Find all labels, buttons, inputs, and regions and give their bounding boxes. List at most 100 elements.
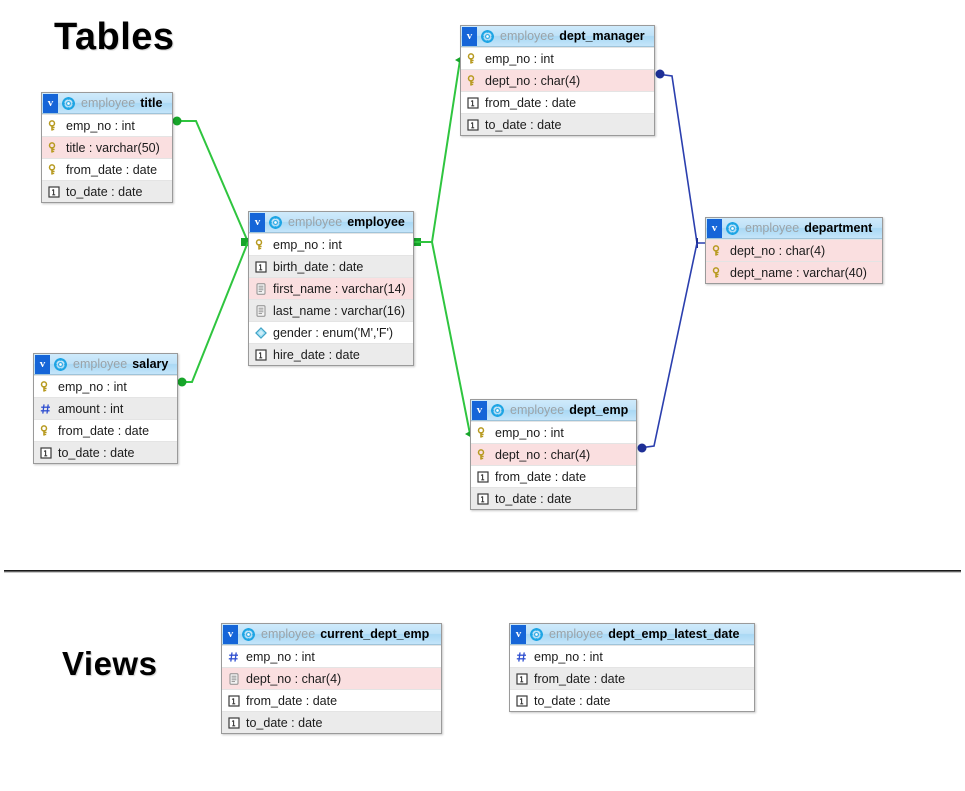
column-row[interactable]: from_date : date <box>42 158 172 180</box>
column-row[interactable]: dept_no : char(4) <box>461 69 654 91</box>
gear-icon <box>54 357 67 371</box>
gear-icon <box>491 403 504 417</box>
date-icon <box>467 118 479 131</box>
column-label: last_name : varchar(16) <box>273 303 406 318</box>
date-icon <box>255 260 267 273</box>
column-label: from_date : date <box>66 162 158 177</box>
column-row[interactable]: from_date : date <box>222 689 441 711</box>
schema-name: employee <box>288 215 343 229</box>
table-name: title <box>140 96 163 110</box>
column-label: from_date : date <box>58 423 150 438</box>
view-badge-icon: v <box>35 354 50 374</box>
column-row[interactable]: amount : int <box>34 397 177 419</box>
link-employee-dept-emp[interactable] <box>414 241 472 438</box>
entity-header-title[interactable]: v employee title <box>42 93 172 114</box>
section-divider <box>4 570 961 573</box>
link-title-employee[interactable] <box>172 116 251 247</box>
gear-icon <box>481 29 494 43</box>
column-label: to_date : date <box>58 445 135 460</box>
column-row[interactable]: title : varchar(50) <box>42 136 172 158</box>
column-label: emp_no : int <box>485 51 554 66</box>
key-icon <box>477 448 485 460</box>
text-icon <box>256 282 266 295</box>
text-icon <box>256 304 266 317</box>
date-icon <box>255 348 267 361</box>
column-row[interactable]: emp_no : int <box>42 114 172 136</box>
key-icon <box>712 266 720 278</box>
column-row[interactable]: emp_no : int <box>222 645 441 667</box>
date-icon <box>228 694 240 707</box>
gear-icon <box>530 627 543 641</box>
key-icon <box>48 141 56 153</box>
column-row[interactable]: to_date : date <box>461 113 654 135</box>
column-label: to_date : date <box>495 491 572 506</box>
column-row[interactable]: dept_no : char(4) <box>222 667 441 689</box>
table-name: department <box>804 221 873 235</box>
column-row[interactable]: last_name : varchar(16) <box>249 299 413 321</box>
column-row[interactable]: to_date : date <box>34 441 177 463</box>
text-icon <box>229 672 239 685</box>
column-label: emp_no : int <box>273 237 342 252</box>
column-row[interactable]: to_date : date <box>471 487 636 509</box>
date-icon <box>477 492 489 505</box>
column-row[interactable]: hire_date : date <box>249 343 413 365</box>
link-employee-dept-manager[interactable] <box>412 56 462 246</box>
schema-name: employee <box>81 96 136 110</box>
schema-name: employee <box>500 29 555 43</box>
column-row[interactable]: from_date : date <box>471 465 636 487</box>
gear-icon <box>62 96 75 110</box>
column-row[interactable]: to_date : date <box>510 689 754 711</box>
column-label: from_date : date <box>495 469 587 484</box>
column-row[interactable]: to_date : date <box>222 711 441 733</box>
link-dept-emp-department[interactable] <box>637 242 698 453</box>
key-icon <box>40 424 48 436</box>
column-label: dept_no : char(4) <box>730 243 826 258</box>
column-row[interactable]: birth_date : date <box>249 255 413 277</box>
column-row[interactable]: dept_no : char(4) <box>706 239 882 261</box>
key-icon <box>40 380 48 392</box>
schema-name: employee <box>510 403 565 417</box>
key-icon <box>467 52 475 64</box>
column-row[interactable]: emp_no : int <box>471 421 636 443</box>
column-label: emp_no : int <box>58 379 127 394</box>
column-row[interactable]: dept_no : char(4) <box>471 443 636 465</box>
column-row[interactable]: dept_name : varchar(40) <box>706 261 882 283</box>
column-row[interactable]: gender : enum('M','F') <box>249 321 413 343</box>
column-row[interactable]: from_date : date <box>461 91 654 113</box>
column-label: to_date : date <box>246 715 323 730</box>
view-badge-icon: v <box>511 624 526 644</box>
column-label: birth_date : date <box>273 259 364 274</box>
column-row[interactable]: emp_no : int <box>249 233 413 255</box>
column-label: to_date : date <box>534 693 611 708</box>
column-row[interactable]: first_name : varchar(14) <box>249 277 413 299</box>
column-label: gender : enum('M','F') <box>273 325 394 340</box>
link-dept-manager-department[interactable] <box>655 69 706 249</box>
view-badge-icon: v <box>223 624 238 644</box>
link-salary-employee[interactable] <box>177 241 249 387</box>
column-row[interactable]: from_date : date <box>34 419 177 441</box>
column-row[interactable]: emp_no : int <box>510 645 754 667</box>
column-row[interactable]: from_date : date <box>510 667 754 689</box>
view-badge-icon: v <box>43 93 58 113</box>
column-row[interactable]: emp_no : int <box>461 47 654 69</box>
column-row[interactable]: emp_no : int <box>34 375 177 397</box>
gear-icon <box>242 627 255 641</box>
column-row[interactable]: to_date : date <box>42 180 172 202</box>
column-label: amount : int <box>58 401 124 416</box>
hash-icon <box>40 403 50 414</box>
